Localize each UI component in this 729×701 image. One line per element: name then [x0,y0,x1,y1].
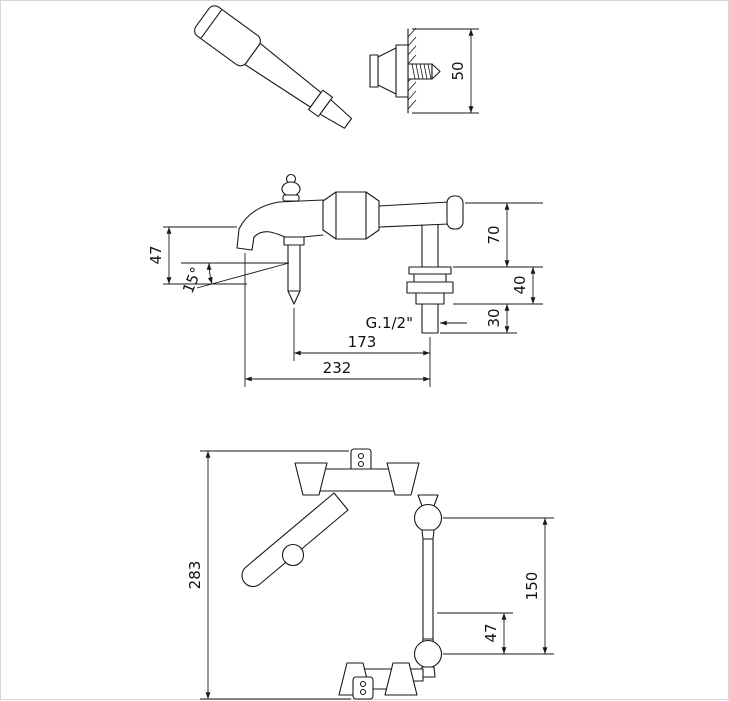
dim-spout-height: 47 [147,226,247,285]
dim-overall-height: 283 [186,450,351,700]
dim-horizontal-spacings: 173 232 [244,253,431,387]
thread-callout: G.1/2" [366,314,467,332]
thread-label: G.1/2" [366,314,413,332]
dim-label-70: 70 [485,225,503,244]
dim-ball-spacing: 150 [443,517,554,655]
dim-label-47-front: 47 [482,623,500,642]
lower-ball-joint [413,639,443,669]
wall-screw [407,63,441,80]
dim-label-283: 283 [186,561,204,590]
dim-label-47-side: 47 [147,245,165,264]
dim-label-40: 40 [511,275,529,294]
dim-body-height: 70 40 30 [440,202,543,334]
dim-bracket-height: 50 [412,28,479,114]
diverter-knob [281,173,301,202]
front-view-faucet [241,448,443,700]
upper-ball-joint [413,503,443,533]
dim-label-30: 30 [485,308,503,327]
dim-spout-angle: 15° [179,262,290,296]
mounting-shank [406,224,454,334]
dim-label-232: 232 [323,359,352,377]
bottom-bracket [338,662,424,700]
dim-label-173: 173 [348,333,377,351]
spout-ring [281,543,305,567]
dim-label-15deg: 15° [179,264,206,295]
dim-label-50: 50 [449,61,467,80]
shower-column [413,494,443,678]
hose-outlet [283,236,305,305]
side-view-faucet [236,173,464,334]
dim-bottom-offset: 47 [437,612,513,654]
hand-shower-detail [194,5,353,129]
wall-bracket-detail [369,27,441,114]
dim-label-150: 150 [523,572,541,601]
